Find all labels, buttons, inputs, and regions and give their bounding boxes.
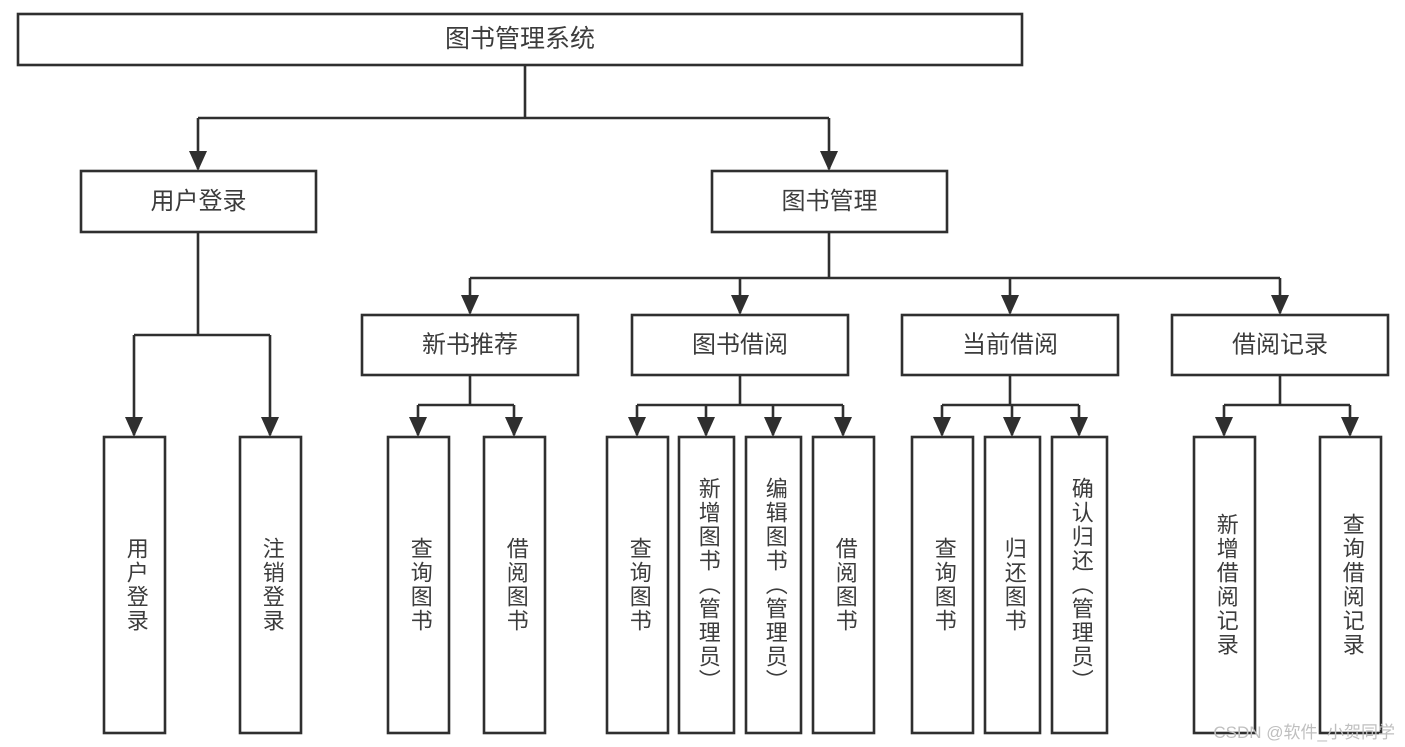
node-leaf-leaf-return-book-label: 归还图书 (1002, 537, 1027, 633)
node-leaf-leaf-borrow-book-rec[interactable]: 借阅图书 (482, 435, 547, 735)
node-leaf-leaf-edit-book-admin-box[interactable] (744, 435, 803, 735)
node-leaf-leaf-query-book-rec-box[interactable] (386, 435, 451, 735)
node-leaf-leaf-user-login[interactable]: 用户登录 (102, 435, 167, 735)
node-layer: 图书管理系统用户登录图书管理新书推荐图书借阅当前借阅借阅记录用户登录注销登录查询… (16, 12, 1390, 735)
node-leaf-leaf-borrow-book-box[interactable] (811, 435, 876, 735)
node-leaf-leaf-add-borrow-record-label: 新增借阅记录 (1214, 513, 1239, 657)
connector-current-borrow-drop-1-arrowhead-icon (1003, 417, 1021, 437)
node-current-borrow-box[interactable] (900, 313, 1120, 377)
node-leaf-leaf-add-book-admin-label: 新增图书（管理员） (696, 477, 721, 693)
node-leaf-leaf-query-book-rec[interactable]: 查询图书 (386, 435, 451, 735)
connector-borrow-record-drop-0-arrowhead-icon (1215, 417, 1233, 437)
connector-borrow-record-drop-1-arrowhead-icon (1341, 417, 1359, 437)
connector-book-mgmt-drop-0-arrowhead-icon (461, 295, 479, 315)
node-leaf-leaf-confirm-return-admin[interactable]: 确认归还（管理员） (1050, 435, 1109, 735)
connector-user-login-drop-1-arrowhead-icon (261, 417, 279, 437)
node-current-borrow[interactable]: 当前借阅 (900, 313, 1120, 377)
node-leaf-leaf-return-book-box[interactable] (983, 435, 1042, 735)
node-leaf-leaf-logout-label: 注销登录 (260, 537, 285, 633)
node-new-book-recommend-box[interactable] (360, 313, 580, 377)
node-leaf-leaf-query-book-borrow-label: 查询图书 (627, 537, 652, 633)
connector-book-borrow-drop-1-arrowhead-icon (697, 417, 715, 437)
node-leaf-leaf-logout[interactable]: 注销登录 (238, 435, 303, 735)
connector-current-borrow-drop-0-arrowhead-icon (933, 417, 951, 437)
watermark-text: CSDN @软件_小贺同学 (1213, 723, 1395, 742)
node-leaf-leaf-query-book-borrow-box[interactable] (605, 435, 670, 735)
node-leaf-leaf-borrow-book-rec-label: 借阅图书 (504, 537, 529, 633)
node-root-root[interactable]: 图书管理系统 (16, 12, 1024, 67)
node-leaf-leaf-user-login-box[interactable] (102, 435, 167, 735)
node-leaf-leaf-query-book-current-box[interactable] (910, 435, 975, 735)
node-leaf-leaf-confirm-return-admin-label: 确认归还（管理员） (1069, 477, 1094, 693)
node-borrow-record-box[interactable] (1170, 313, 1390, 377)
node-leaf-leaf-add-borrow-record-box[interactable] (1192, 435, 1257, 735)
node-leaf-leaf-query-borrow-record-label: 查询借阅记录 (1340, 513, 1365, 657)
node-leaf-leaf-query-book-current-label: 查询图书 (932, 537, 957, 633)
connector-current-borrow-drop-2-arrowhead-icon (1070, 417, 1088, 437)
node-leaf-leaf-borrow-book-label: 借阅图书 (833, 537, 858, 633)
node-book-borrow-box[interactable] (630, 313, 850, 377)
node-current-borrow-label: 当前借阅 (962, 331, 1058, 358)
node-leaf-leaf-edit-book-admin-label: 编辑图书（管理员） (763, 477, 788, 693)
node-leaf-leaf-query-book-current[interactable]: 查询图书 (910, 435, 975, 735)
node-leaf-leaf-borrow-book[interactable]: 借阅图书 (811, 435, 876, 735)
node-root-root-box[interactable] (16, 12, 1024, 67)
node-leaf-leaf-query-borrow-record[interactable]: 查询借阅记录 (1318, 435, 1383, 735)
connector-book-mgmt-drop-3-arrowhead-icon (1271, 295, 1289, 315)
connector-layer (125, 65, 1359, 437)
node-book-management-box[interactable] (710, 169, 949, 234)
connector-book-borrow-drop-0-arrowhead-icon (628, 417, 646, 437)
node-leaf-leaf-add-book-admin-box[interactable] (677, 435, 736, 735)
connector-root-drop-0-arrowhead-icon (189, 151, 207, 171)
node-leaf-leaf-borrow-book-rec-box[interactable] (482, 435, 547, 735)
connector-new-book-recommend-drop-1-arrowhead-icon (505, 417, 523, 437)
node-book-borrow-label: 图书借阅 (692, 331, 788, 358)
connector-book-borrow-drop-3-arrowhead-icon (834, 417, 852, 437)
connector-user-login-drop-0-arrowhead-icon (125, 417, 143, 437)
node-borrow-record[interactable]: 借阅记录 (1170, 313, 1390, 377)
node-new-book-recommend[interactable]: 新书推荐 (360, 313, 580, 377)
node-leaf-leaf-confirm-return-admin-box[interactable] (1050, 435, 1109, 735)
connector-book-mgmt-drop-2-arrowhead-icon (1001, 295, 1019, 315)
node-leaf-leaf-query-book-rec-label: 查询图书 (408, 537, 433, 633)
node-new-book-recommend-label: 新书推荐 (422, 331, 518, 358)
connector-book-mgmt-drop-1-arrowhead-icon (731, 295, 749, 315)
node-book-management-label: 图书管理 (782, 188, 878, 215)
node-leaf-leaf-query-book-borrow[interactable]: 查询图书 (605, 435, 670, 735)
node-user-login[interactable]: 用户登录 (79, 169, 318, 234)
node-root-root-label: 图书管理系统 (445, 25, 595, 53)
node-user-login-label: 用户登录 (151, 188, 247, 215)
node-book-borrow[interactable]: 图书借阅 (630, 313, 850, 377)
connector-new-book-recommend-drop-0-arrowhead-icon (409, 417, 427, 437)
node-borrow-record-label: 借阅记录 (1232, 331, 1328, 358)
node-leaf-leaf-logout-box[interactable] (238, 435, 303, 735)
node-leaf-leaf-add-book-admin[interactable]: 新增图书（管理员） (677, 435, 736, 735)
node-leaf-leaf-query-borrow-record-box[interactable] (1318, 435, 1383, 735)
node-leaf-leaf-edit-book-admin[interactable]: 编辑图书（管理员） (744, 435, 803, 735)
node-leaf-leaf-return-book[interactable]: 归还图书 (983, 435, 1042, 735)
node-user-login-box[interactable] (79, 169, 318, 234)
node-leaf-leaf-add-borrow-record[interactable]: 新增借阅记录 (1192, 435, 1257, 735)
connector-book-borrow-drop-2-arrowhead-icon (764, 417, 782, 437)
node-leaf-leaf-user-login-label: 用户登录 (124, 537, 149, 633)
connector-root-drop-1-arrowhead-icon (820, 151, 838, 171)
node-book-management[interactable]: 图书管理 (710, 169, 949, 234)
